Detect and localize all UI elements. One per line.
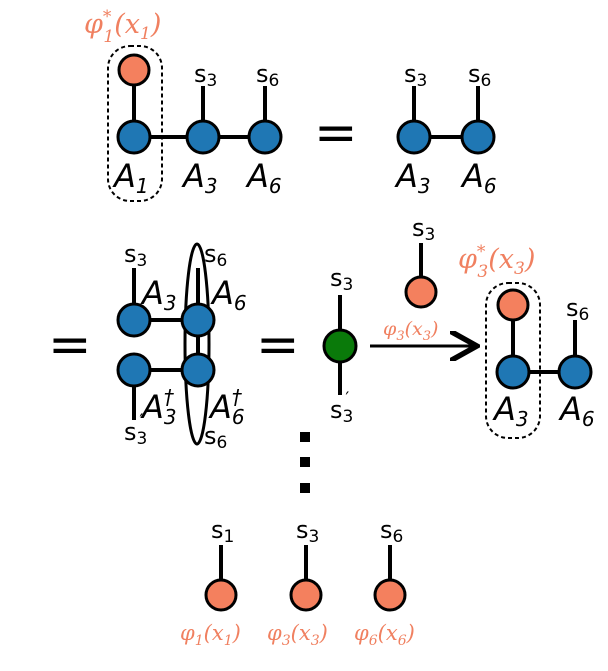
result-a6-label: A6 bbox=[558, 390, 595, 431]
a6-label: A6 bbox=[245, 157, 282, 198]
s6-label: s6 bbox=[256, 60, 279, 91]
basis-phi3-group: s3 bbox=[404, 214, 438, 309]
top-s6-label: s6 bbox=[204, 240, 227, 271]
a6-node bbox=[247, 119, 283, 155]
a6-top-node bbox=[180, 302, 216, 338]
s3-label: s3 bbox=[194, 60, 217, 91]
top-a6-label: A6 bbox=[210, 274, 247, 315]
a1-label: A1 bbox=[112, 157, 149, 198]
product-phi1-node bbox=[204, 578, 238, 612]
a3-node bbox=[185, 119, 221, 155]
top-s3-label: s3 bbox=[124, 240, 147, 271]
a3-dashed-box bbox=[485, 282, 541, 439]
a3-top-node bbox=[116, 302, 152, 338]
reduced-density-node-group: s3 s3′ bbox=[322, 264, 358, 427]
bottom-a6dag-label: A†6 bbox=[208, 385, 245, 429]
rhs-a3-node bbox=[396, 119, 432, 155]
product-s1-label: s1 bbox=[211, 516, 234, 547]
result-phi3-node bbox=[496, 288, 530, 322]
rhs-a6-node bbox=[460, 119, 496, 155]
rhs-s6-label: s6 bbox=[468, 60, 491, 91]
result-a6-node bbox=[557, 354, 593, 390]
a6-dagger-node bbox=[180, 352, 216, 388]
product-s3-label: s3 bbox=[296, 516, 319, 547]
phi1-x1-label: φ1(x1) bbox=[180, 621, 241, 649]
product-phi6-node bbox=[373, 578, 407, 612]
bottom-s3prime-label: s3′ bbox=[124, 411, 147, 449]
ellipsis-dot-1 bbox=[300, 432, 310, 442]
arrow-phi3-label: φ3(x3) bbox=[383, 318, 438, 344]
basis-s3-label: s3 bbox=[412, 214, 435, 245]
ellipsis-dot-2 bbox=[300, 457, 310, 467]
vertical-ellipsis bbox=[300, 432, 310, 493]
result-network: φ*3(x3) A3 A6 s6 bbox=[458, 242, 595, 439]
row1-left-network: φ*1(x1) A1 A3 A6 s3 s6 bbox=[84, 7, 283, 202]
phi1-node bbox=[117, 53, 151, 87]
green-s3-label: s3 bbox=[330, 264, 353, 295]
product-state-row: s1 s3 s6 φ1(x1) φ3(x3) φ6(x6) bbox=[180, 516, 415, 649]
green-node bbox=[322, 328, 358, 364]
green-s3prime-label: s3′ bbox=[330, 389, 353, 427]
a3-dagger-node bbox=[116, 352, 152, 388]
contraction-ellipse bbox=[183, 242, 211, 446]
basis-phi3-node bbox=[404, 275, 438, 309]
product-s6-label: s6 bbox=[380, 516, 403, 547]
phi6-x6-label: φ6(x6) bbox=[354, 621, 415, 649]
phi3-conj-label: φ*3(x3) bbox=[458, 242, 535, 282]
row2-equals-left: = bbox=[48, 315, 92, 375]
top-a3-label: A3 bbox=[140, 274, 177, 315]
bottom-a3dag-label: A†3 bbox=[140, 385, 177, 429]
a1-dashed-box bbox=[107, 45, 163, 202]
phi1-conj-label: φ*1(x1) bbox=[84, 7, 161, 47]
phi3-x3-label: φ3(x3) bbox=[267, 621, 328, 649]
a1-node bbox=[116, 119, 152, 155]
rhs-a3-label: A3 bbox=[394, 157, 431, 198]
bottom-s6-label: s6 bbox=[204, 422, 227, 453]
a3-label: A3 bbox=[181, 157, 218, 198]
rhs-s3-label: s3 bbox=[404, 60, 427, 91]
row2-equals-mid: = bbox=[256, 315, 300, 375]
result-a3-node bbox=[495, 354, 531, 390]
result-a3-label: A3 bbox=[492, 390, 529, 431]
product-phi3-node bbox=[289, 578, 323, 612]
result-s6-label: s6 bbox=[566, 294, 589, 325]
row1-right-network: A3 A6 s3 s6 bbox=[394, 60, 497, 198]
row1-equals: = bbox=[314, 103, 358, 163]
double-layer-network: s3 s6 A3 A6 A†3 A†6 s3′ s6 bbox=[116, 240, 247, 453]
ellipsis-dot-3 bbox=[300, 483, 310, 493]
rhs-a6-label: A6 bbox=[460, 157, 497, 198]
